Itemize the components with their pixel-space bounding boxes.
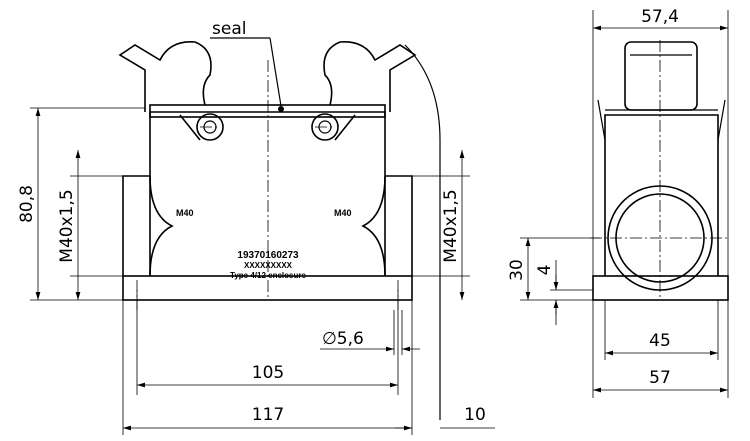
hole-center-lines bbox=[136, 280, 399, 310]
part-code: XXXXXXXXX bbox=[244, 261, 293, 270]
side-height-dim: 30 bbox=[507, 259, 527, 281]
thread-left-dim: M40x1,5 bbox=[57, 189, 77, 262]
base-plate bbox=[122, 275, 413, 301]
side-body bbox=[604, 114, 719, 276]
bottom-side-ext bbox=[592, 300, 729, 398]
clearance-arc bbox=[404, 44, 441, 420]
side-cover bbox=[624, 41, 698, 111]
front-view: seal M40 M40 19370160273 XXXXXXXXX Type … bbox=[17, 19, 495, 435]
bottom-ext-lines bbox=[122, 290, 413, 435]
side-view: 57,4 30 4 45 57 bbox=[507, 7, 730, 398]
hole-dim: ∅5,6 bbox=[322, 329, 364, 349]
left-pin bbox=[196, 113, 224, 141]
seal-label: seal bbox=[212, 19, 246, 39]
seal-leader bbox=[269, 37, 282, 107]
seal-bar bbox=[149, 104, 386, 118]
right-pin bbox=[311, 113, 339, 141]
port-right-label: M40 bbox=[334, 208, 352, 218]
cover-details bbox=[597, 54, 726, 141]
seal-point bbox=[278, 106, 284, 112]
port-left-label: M40 bbox=[176, 208, 194, 218]
side-center-lines bbox=[590, 40, 730, 300]
right-lever bbox=[323, 41, 417, 112]
lever-links bbox=[179, 114, 356, 141]
base-thickness-dim: 4 bbox=[535, 265, 555, 276]
height-ext-lines bbox=[30, 107, 145, 301]
side-base bbox=[592, 275, 729, 301]
thread-right-dim: M40x1,5 bbox=[441, 189, 461, 262]
offset-dim: 10 bbox=[464, 405, 486, 425]
left-port bbox=[122, 175, 174, 277]
top-width-ext bbox=[592, 10, 729, 276]
housing-body bbox=[149, 111, 386, 276]
left-lever bbox=[118, 41, 212, 112]
hole-spacing-dim: 105 bbox=[252, 363, 284, 383]
top-width-dim: 57,4 bbox=[641, 7, 679, 27]
side-hole-dim: 45 bbox=[649, 331, 671, 351]
part-number: 19370160273 bbox=[237, 250, 299, 261]
width-dim: 117 bbox=[252, 405, 284, 425]
right-port bbox=[361, 175, 413, 277]
height-dim: 80,8 bbox=[17, 185, 37, 223]
side-width-dim: 57 bbox=[649, 368, 671, 388]
side-height-ext bbox=[520, 237, 600, 301]
type-label: Type 4/12 enclosure bbox=[230, 271, 306, 280]
